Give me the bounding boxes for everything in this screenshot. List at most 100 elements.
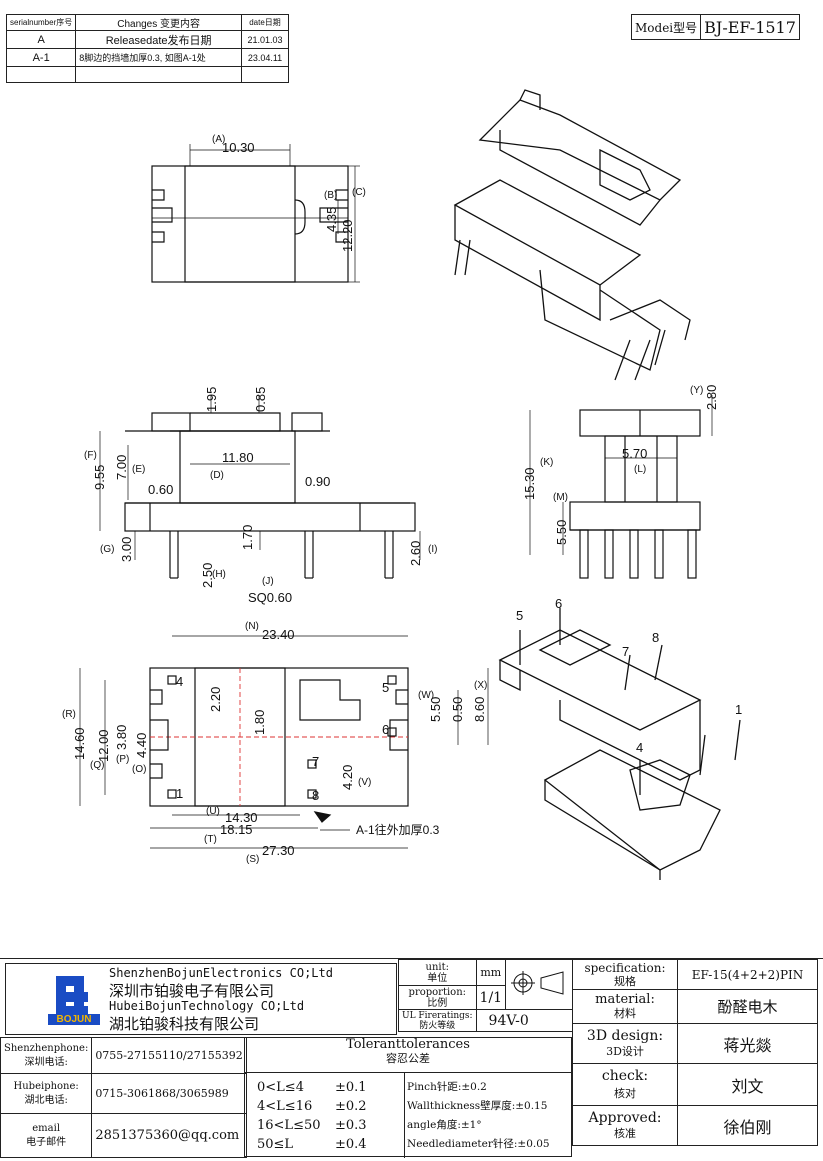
model-value: BJ-EF-1517 <box>700 14 800 40</box>
dim-m: 5.50 <box>554 520 569 545</box>
label-k: (K) <box>540 457 553 468</box>
tolerance-value: ±0.3 <box>335 1118 367 1133</box>
iso-pin-label: 4 <box>636 740 643 755</box>
tolerance-row: 0<L≤4 ±0.1 <box>257 1078 367 1097</box>
tolerance-value: ±0.4 <box>335 1137 367 1152</box>
dim-k: 15.30 <box>522 467 537 500</box>
dim-s: 27.30 <box>262 843 295 858</box>
note-a1: A-1往外加厚0.3 <box>356 822 440 837</box>
dim-h: 2.50 <box>200 563 215 588</box>
check-label-cn: 核对 <box>614 1086 636 1100</box>
dim-o: 4.40 <box>134 733 149 758</box>
pin-label: 6 <box>382 722 389 737</box>
dim-q: 12.00 <box>96 729 111 762</box>
dim-u: 14.30 <box>225 810 258 825</box>
label-p: (P) <box>116 754 129 765</box>
material-label-cn: 材料 <box>614 1006 636 1020</box>
design-label-en: 3D design: <box>586 1027 664 1044</box>
dim-c: 12.20 <box>340 219 355 252</box>
iso-pin-label: 8 <box>652 630 659 645</box>
dim-j: SQ0.60 <box>248 590 292 605</box>
tolerance-value: ±0.2 <box>335 1099 367 1114</box>
proportion-label-en: proportion: <box>408 986 466 998</box>
company-cn-1: 深圳市铂骏电子有限公司 <box>109 982 275 1000</box>
label-s: (S) <box>246 854 259 865</box>
label-q: (Q) <box>90 760 104 771</box>
contact-label-cn: 湖北电话: <box>24 1094 68 1106</box>
extra-tolerance-list: Pinch针距:±0.2 Wallthickness壁厚度:±0.15 angl… <box>407 1078 550 1154</box>
label-e: (E) <box>132 464 145 475</box>
dim-170: 1.70 <box>240 525 255 550</box>
check-label-en: check: <box>601 1067 649 1084</box>
approved-label-cn: 核准 <box>614 1126 636 1140</box>
unit-table: unit: 单位 mm proportion: 比例 1/1 <box>398 959 574 1032</box>
approved-label-en: Approved: <box>588 1109 662 1126</box>
label-r: (R) <box>62 709 76 720</box>
side-view <box>529 395 713 579</box>
spec-table: specification: 规格 EF-15(4+2+2)PIN materi… <box>572 959 818 1146</box>
ul-value: 94V-0 <box>475 1009 574 1032</box>
dim-050: 0.50 <box>450 697 465 722</box>
check-value: 刘文 <box>677 1063 818 1106</box>
approved-value: 徐伯刚 <box>677 1105 818 1146</box>
pin-label: 8 <box>312 788 319 803</box>
top-view <box>151 144 360 283</box>
contact-label-en: Shenzhenphone: <box>4 1042 89 1054</box>
unit-label-cn: 单位 <box>427 972 448 984</box>
label-i: (I) <box>428 544 437 555</box>
dim-090: 0.90 <box>305 474 330 489</box>
tolerance-range: 4<L≤16 <box>257 1099 313 1114</box>
tolerance-value: ±0.1 <box>335 1080 367 1095</box>
tolerance-row: 50≤L±0.4 <box>257 1135 367 1154</box>
dim-085: 0.85 <box>253 387 268 412</box>
contact-label-cn: 深圳电话: <box>24 1056 68 1068</box>
pin-label: 5 <box>382 680 389 695</box>
dim-x: 8.60 <box>472 697 487 722</box>
contact-label-en: Hubeiphone: <box>13 1080 79 1092</box>
model-box: Modei型号 BJ-EF-1517 <box>630 14 800 40</box>
tolerance-title-cn: 容忍公差 <box>386 1052 430 1065</box>
company-en-1: ShenzhenBojunElectronics CO;Ltd <box>109 966 333 980</box>
iso-pin-label: 5 <box>516 608 523 623</box>
label-t: (T) <box>204 834 217 845</box>
pin-label: 4 <box>176 674 183 689</box>
tolerance-row: 4<L≤16 ±0.2 <box>257 1097 367 1116</box>
drawing-canvas: (A) 10.30 (B) (C) 4.35 12.20 1.95 0.85 1… <box>62 89 742 880</box>
tolerance-range: 0<L≤4 <box>257 1080 304 1095</box>
dim-220: 2.20 <box>208 687 223 712</box>
iso-pin-label: 6 <box>555 596 562 611</box>
contact-value: 0755-27155110/27155392 <box>91 1037 247 1074</box>
pin-label: 7 <box>312 754 319 769</box>
unit-label-en: unit: <box>425 961 449 973</box>
label-x: (X) <box>474 680 487 691</box>
label-u: (U) <box>206 806 220 817</box>
dim-p: 3.80 <box>114 725 129 750</box>
label-v: (V) <box>358 777 371 788</box>
label-y: (Y) <box>690 385 703 396</box>
tolerance-title-en: Toleranttolerances <box>346 1037 470 1052</box>
label-h: (H) <box>212 569 226 580</box>
revision-serial: A-1 <box>5 48 77 67</box>
label-c: (C) <box>352 187 366 198</box>
dim-180: 1.80 <box>252 710 267 735</box>
label-o: (O) <box>132 764 146 775</box>
tolerance-box: Toleranttolerances 容忍公差 0<L≤4 ±0.1 4<L≤16… <box>244 1037 572 1158</box>
spec-label-en: specification: <box>584 960 666 975</box>
dim-b: 4.35 <box>324 207 339 232</box>
label-l: (L) <box>634 464 646 475</box>
dim-a: 10.30 <box>222 140 255 155</box>
front-view <box>99 395 421 579</box>
design-value: 蒋光燚 <box>677 1023 818 1064</box>
dim-060: 0.60 <box>148 482 173 497</box>
ul-label-en: UL Fireratings: <box>402 1010 473 1021</box>
label-d: (D) <box>210 470 224 481</box>
label-w: (W) <box>418 690 434 701</box>
model-label: Modei型号 <box>630 14 702 40</box>
pin-label: 1 <box>176 786 183 801</box>
tolerance-list: 0<L≤4±0.1 4<L≤16±0.2 16<L≤50±0.3 50≤L±0.… <box>257 1078 367 1154</box>
contact-value: 0715-3061868/3065989 <box>91 1073 247 1114</box>
dim-f: 9.55 <box>92 465 107 490</box>
dim-i: 2.60 <box>408 541 423 566</box>
design-label-cn: 3D设计 <box>606 1044 644 1058</box>
dim-r: 14.60 <box>72 727 87 760</box>
